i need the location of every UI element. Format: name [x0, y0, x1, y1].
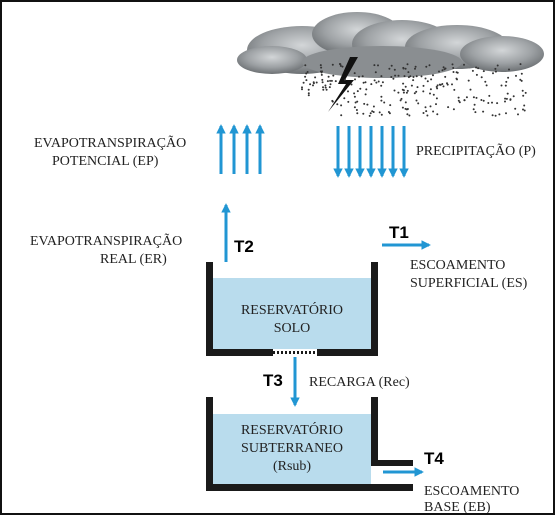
recharge-label: RECARGA (Rec): [309, 375, 410, 390]
ep-label-line1: EVAPOTRANSPIRAÇÃO: [34, 135, 186, 151]
soil-reservoir-label-line1: RESERVATÓRIO: [241, 301, 343, 318]
es-label-line2: SUPERFICIAL (ES): [410, 276, 528, 291]
groundwater-water: [213, 414, 371, 484]
tag-t2: T2: [234, 237, 254, 256]
soil-water: [213, 278, 371, 349]
groundwater-reservoir-walls: [206, 397, 413, 491]
groundwater-label-line2: SUBTERRANEO: [241, 441, 343, 456]
es-label-line1: ESCOAMENTO: [410, 258, 505, 273]
eb-label-line2: BASE (EB): [424, 500, 491, 513]
ep-arrows: [216, 124, 265, 174]
soil-reservoir-label-line2: SOLO: [274, 321, 311, 336]
precipitation-arrows: [333, 126, 409, 178]
er-label-line1: EVAPOTRANSPIRAÇÃO: [30, 233, 182, 249]
precipitation-label: PRECIPITAÇÃO (P): [416, 143, 536, 159]
tag-t3: T3: [263, 371, 283, 390]
groundwater-label-line3: (Rsub): [273, 459, 311, 474]
eb-label-line1: ESCOAMENTO: [424, 484, 519, 499]
groundwater-label-line1: RESERVATÓRIO: [241, 421, 343, 438]
rain-drops-icon: [301, 63, 527, 117]
tag-t4: T4: [424, 449, 444, 468]
storm-cloud-icon: [237, 12, 544, 78]
soil-reservoir-walls: [206, 262, 378, 356]
ep-label-line2: POTENCIAL (EP): [52, 154, 159, 169]
tag-t1: T1: [389, 223, 409, 242]
er-label-line2: REAL (ER): [100, 252, 167, 267]
